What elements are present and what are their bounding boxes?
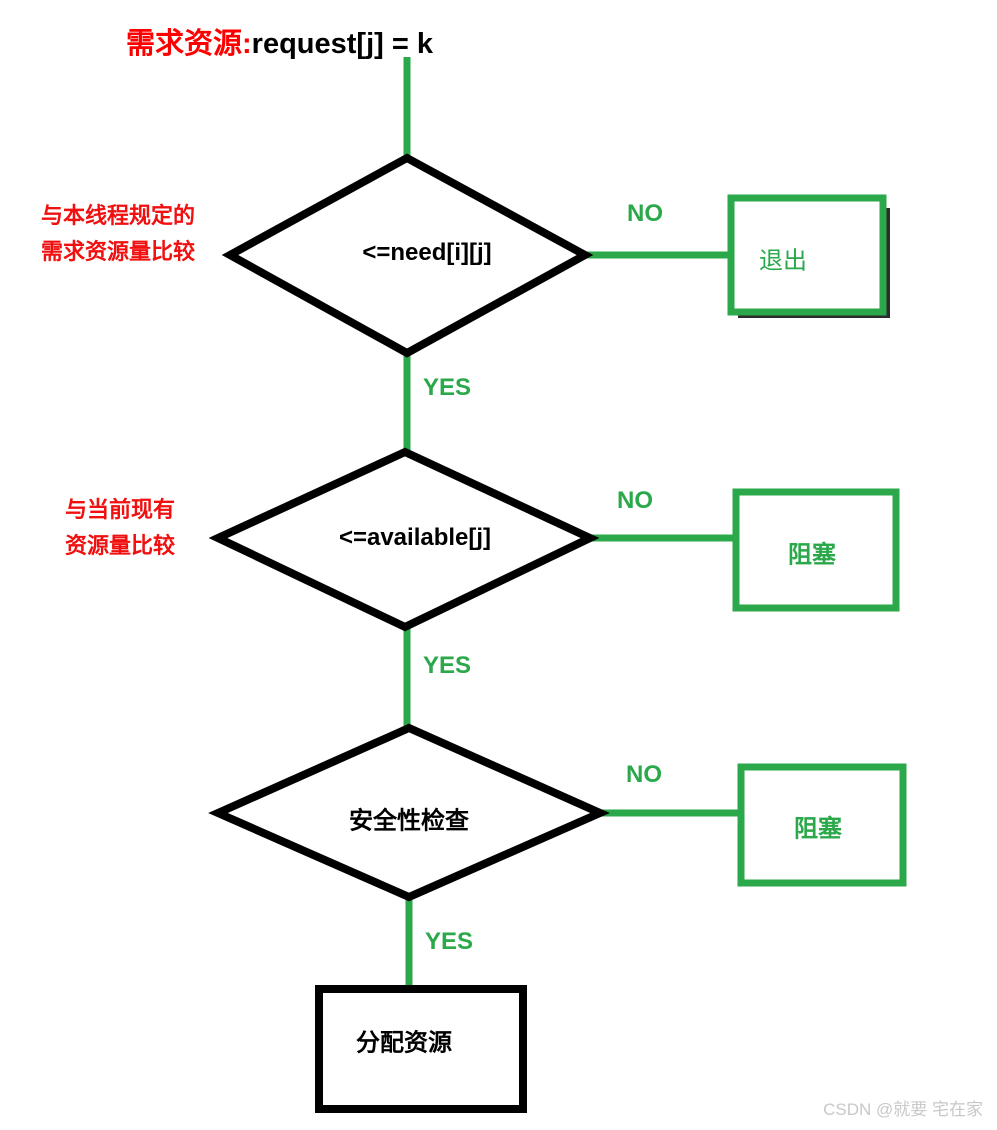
decision-diamond-need [221,153,594,358]
csdn-watermark: CSDN @就要 宅在家 [823,1100,983,1119]
result-label-allocate: 分配资源 [356,1029,452,1057]
decision-label-available: <=available[j] [338,524,492,551]
exit-box-shadow-right [884,208,890,318]
terminal-box-exit [727,194,887,316]
result-box-allocate [315,985,527,1113]
edge-label-no-1: NO [627,200,663,227]
page-title-chinese: 需求资源: [126,28,252,60]
edge-label-yes-2: YES [423,652,472,679]
edge-label-no-3: NO [626,761,662,788]
page-title-code: request[j] = k [251,28,433,60]
page-title: 需求资源:request[j] = k [126,20,433,62]
annotation-need-compare-line2: 需求资源量比较 [40,239,195,265]
annotation-need-compare: 与本线程规定的 需求资源量比较 [10,198,226,271]
edge-label-yes-1: YES [423,374,472,401]
annotation-available-compare-line1: 与当前现有 [64,497,175,522]
annotation-need-compare-line1: 与本线程规定的 [40,203,195,228]
terminal-box-block-2 [737,763,907,887]
edge-label-yes-3: YES [425,928,474,955]
terminal-label-exit: 退出 [759,247,807,275]
connector-group [403,57,741,988]
decision-diamond-safety [208,723,610,902]
decision-label-safety: 安全性检查 [349,807,469,835]
edge-label-no-2: NO [617,487,653,514]
terminal-box-block-1 [732,488,900,612]
annotation-available-compare: 与当前现有 资源量比较 [30,492,210,565]
terminal-label-block-2: 阻塞 [794,815,842,843]
terminal-label-block-1: 阻塞 [788,541,836,569]
annotation-available-compare-line2: 资源量比较 [64,533,175,559]
decision-diamond-available [208,447,600,632]
decision-label-need: <=need[i][j] [362,239,492,266]
